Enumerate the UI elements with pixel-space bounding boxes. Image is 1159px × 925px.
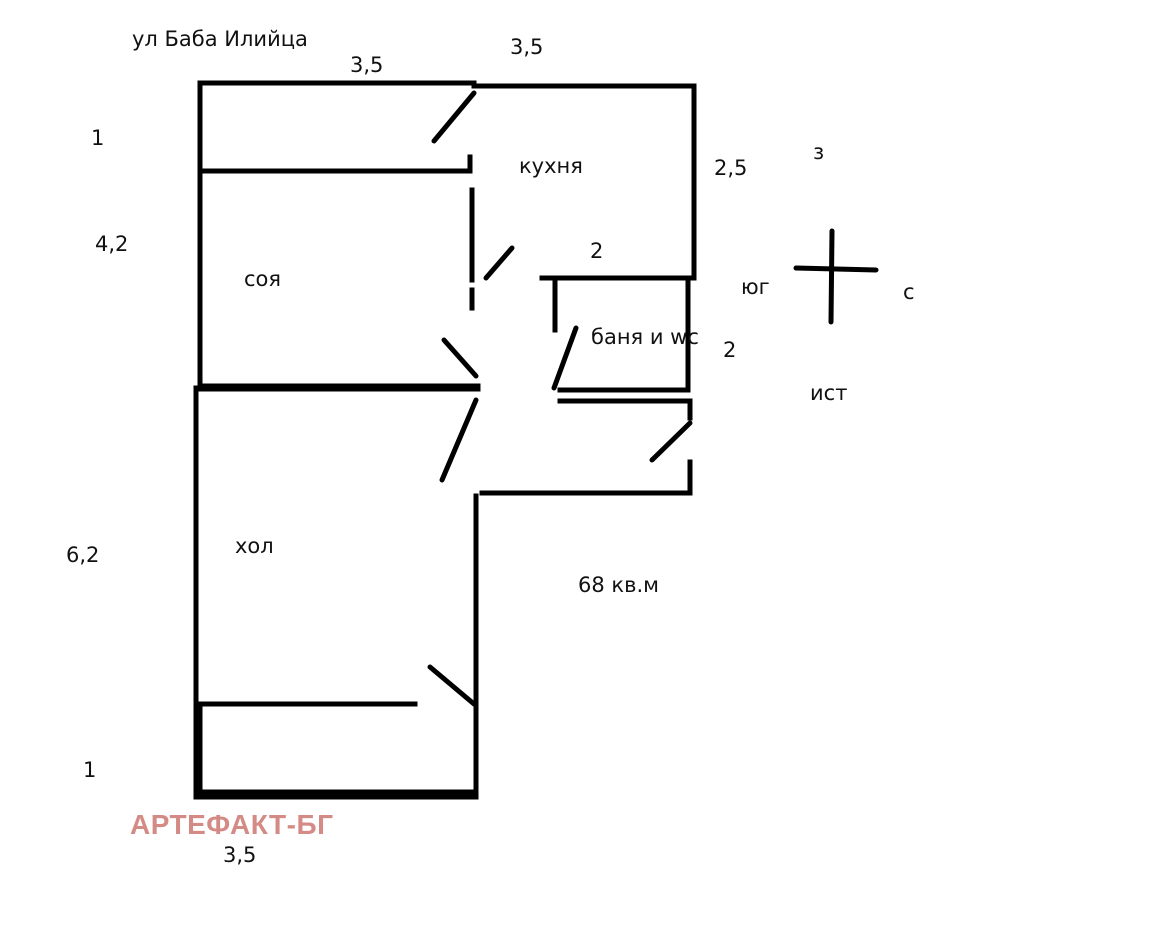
door-swing [483, 245, 515, 281]
dimension-kitchen-depth: 2,5 [714, 156, 748, 180]
door-swing [439, 397, 479, 483]
dimension-balcony-top: 1 [91, 126, 105, 150]
dimension-bottom-width: 3,5 [223, 843, 257, 867]
dimension-bathroom-width: 2 [590, 239, 604, 263]
compass-west-label: с [903, 280, 915, 304]
door-swing [431, 90, 477, 144]
door-swing [441, 337, 479, 379]
dimension-living-depth: 6,2 [66, 543, 100, 567]
area-label: 68 кв.м [578, 573, 659, 597]
dimension-bedroom-depth: 4,2 [95, 232, 129, 256]
compass-cross [828, 228, 835, 325]
street-label: ул Баба Илийца [132, 27, 308, 51]
room-label-living: хол [235, 534, 274, 558]
room-label-bedroom: соя [244, 267, 282, 291]
watermark: АРТЕФАКТ-БГ [130, 809, 334, 840]
dimension-balcony-bottom: 1 [83, 758, 97, 782]
compass-east-label: ист [810, 381, 848, 405]
door-swing [427, 664, 477, 707]
compass-cross [793, 265, 879, 273]
room-label-kitchen: кухня [519, 154, 583, 178]
dimension-bathroom-depth: 2 [723, 338, 737, 362]
door-swing [551, 325, 579, 391]
compass-north-label: з [813, 140, 825, 164]
dimension-top-left-width: 3,5 [350, 53, 384, 77]
dimension-top-right-width: 3,5 [510, 35, 544, 59]
door-swing [649, 420, 693, 463]
room-label-bathroom: баня и wc [591, 325, 699, 349]
compass-south-label: юг [741, 275, 770, 299]
